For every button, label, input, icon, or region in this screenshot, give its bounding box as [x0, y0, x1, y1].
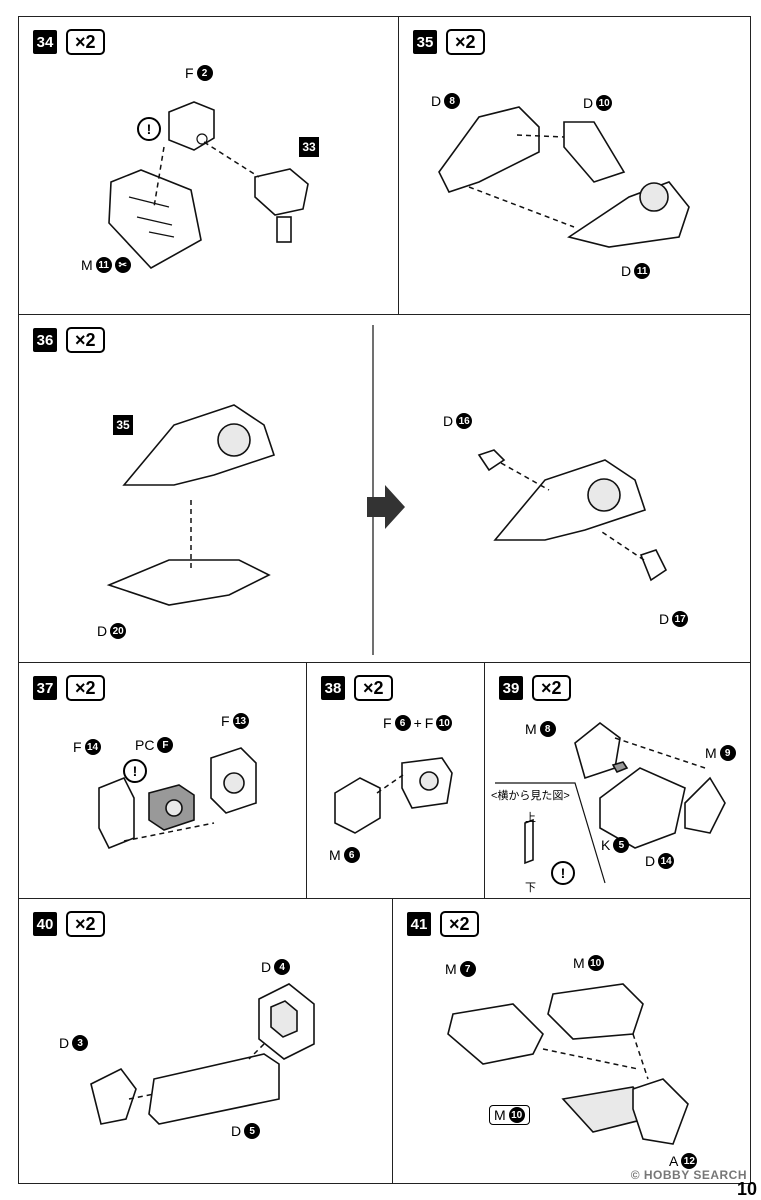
quantity-badge: ×2 — [66, 911, 105, 937]
caution-icon: ! — [137, 117, 161, 141]
ref-step-33: 33 — [299, 137, 319, 157]
step-header: 35 ×2 — [413, 29, 485, 55]
caution-icon: ! — [551, 861, 575, 885]
quantity-badge: ×2 — [532, 675, 571, 701]
step-header: 34 ×2 — [33, 29, 105, 55]
ref-step-35: 35 — [113, 415, 133, 435]
step-number: 36 — [33, 328, 57, 352]
step-41-illustration — [447, 983, 689, 1145]
step-number: 34 — [33, 30, 57, 54]
step-number: 35 — [413, 30, 437, 54]
quantity-badge: ×2 — [354, 675, 393, 701]
quantity-badge: ×2 — [446, 29, 485, 55]
label-bottom: 下 — [525, 882, 536, 894]
arrow-right-icon — [367, 485, 405, 529]
step-39-illustration — [495, 721, 726, 884]
quantity-badge: ×2 — [440, 911, 479, 937]
side-view-note: <横から見た図> — [491, 790, 570, 802]
quantity-badge: ×2 — [66, 29, 105, 55]
step-35-illustration — [438, 106, 690, 248]
quantity-badge: ×2 — [66, 675, 105, 701]
step-number: 37 — [33, 676, 57, 700]
step-header: 36 ×2 — [33, 327, 105, 353]
step-number: 40 — [33, 912, 57, 936]
step-37-illustration — [98, 747, 257, 850]
step-header: 40 ×2 — [33, 911, 105, 937]
step-34-illustration — [108, 101, 309, 270]
step-header: 38 ×2 — [321, 675, 393, 701]
step-number: 39 — [499, 676, 523, 700]
step-number: 41 — [407, 912, 431, 936]
page-number: 10 — [736, 1179, 757, 1199]
nipper-icon: ✂ — [114, 257, 131, 273]
step-36-illustration — [106, 325, 668, 655]
step-40-illustration — [90, 983, 315, 1125]
caution-icon: ! — [123, 759, 147, 783]
step-header: 39 ×2 — [499, 675, 571, 701]
quantity-badge: ×2 — [66, 327, 105, 353]
label-top: 上 — [525, 812, 536, 824]
step-number: 38 — [321, 676, 345, 700]
step-header: 37 ×2 — [33, 675, 105, 701]
step-38-illustration — [334, 757, 453, 834]
step-header: 41 ×2 — [407, 911, 479, 937]
watermark: © HOBBY SEARCH — [630, 1168, 747, 1182]
